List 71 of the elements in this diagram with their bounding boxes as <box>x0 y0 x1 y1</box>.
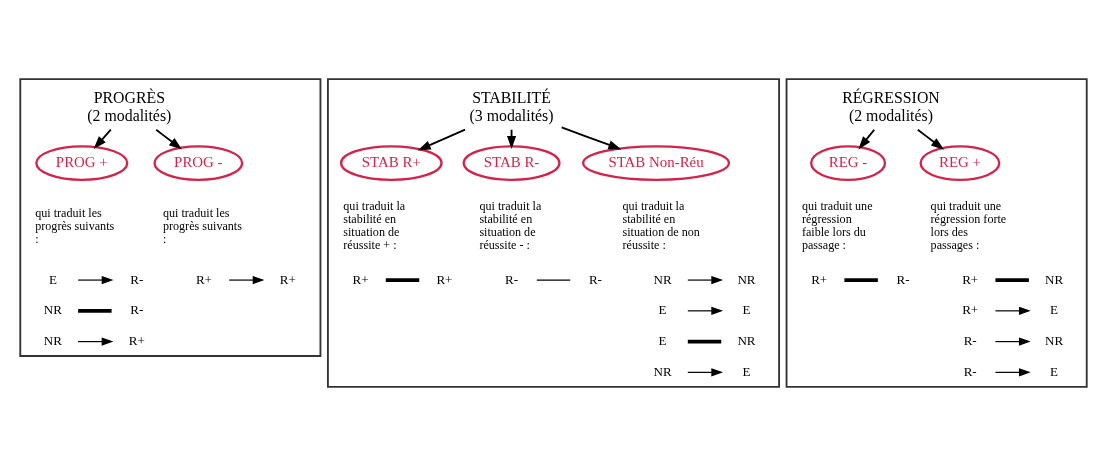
node-ellipse: REG + <box>919 144 1001 181</box>
connector <box>385 277 420 282</box>
node-text: NR <box>1045 332 1064 348</box>
arrow <box>560 126 622 149</box>
arrow <box>994 337 1031 346</box>
node-text: NR <box>653 363 672 379</box>
cluster <box>327 77 780 388</box>
node-text: NR <box>653 271 672 287</box>
node-text: NR <box>43 332 62 348</box>
node-text: E <box>1050 363 1059 379</box>
node-text: STABILITÉ (3 modalités) <box>469 88 554 124</box>
node-label: qui traduit la stabilité en situation de réussite - : <box>479 198 542 252</box>
node-text: NR <box>1045 271 1064 287</box>
connector <box>995 277 1029 282</box>
node-label: qui traduit une régression faible lors du passage : <box>801 198 873 252</box>
node-ellipse: STAB R- <box>462 144 561 181</box>
connector <box>687 339 722 343</box>
arrow <box>858 128 876 149</box>
node-text: R- <box>505 271 519 287</box>
node-text: R+ <box>195 271 212 287</box>
arrow <box>916 128 944 150</box>
node-ellipse: STAB R+ <box>339 144 443 181</box>
arrow <box>155 128 182 150</box>
cluster <box>785 77 1088 388</box>
node-text: R+ <box>279 271 296 287</box>
node-text: R+ <box>962 301 979 317</box>
node-text: RÉGRESSION (2 modalités) <box>842 88 940 124</box>
node-text: R- <box>963 363 977 379</box>
arrow <box>687 275 724 284</box>
node-text: R+ <box>436 271 453 287</box>
arrow <box>687 306 724 315</box>
node-ellipse: REG - <box>810 144 887 181</box>
arrow <box>93 128 112 149</box>
node-text: NR <box>737 271 756 287</box>
node-label: qui traduit la stabilité en situation de réussite + : <box>343 198 406 252</box>
node-text: NR <box>737 332 756 348</box>
node-text: R- <box>963 332 977 348</box>
arrow <box>228 275 265 284</box>
node-text: R+ <box>352 271 369 287</box>
node-ellipse: PROG - <box>153 144 244 181</box>
arrow <box>77 337 114 346</box>
node-text: E <box>1050 301 1059 317</box>
node-ellipse: PROG + <box>35 144 129 181</box>
node-ellipse: STAB Non-Réu <box>582 144 731 181</box>
node-text: R- <box>896 271 910 287</box>
node-text: R+ <box>962 271 979 287</box>
node-text: PROGRÈS (2 modalités) <box>87 88 172 124</box>
arrow <box>77 275 114 284</box>
node-text: R- <box>130 271 144 287</box>
node-text: E <box>742 301 751 317</box>
arrow <box>687 367 724 376</box>
node-text: R- <box>130 301 144 317</box>
connector <box>78 308 112 313</box>
node-label: qui traduit les progrès suivants : <box>35 205 115 246</box>
arrow <box>994 306 1031 315</box>
node-text: E <box>742 363 751 379</box>
connector <box>536 278 571 281</box>
node-label: qui traduit les progrès suivants : <box>162 205 242 246</box>
node-text: NR <box>43 301 62 317</box>
connector <box>844 277 878 282</box>
node-text: E <box>48 271 57 287</box>
node-text: R+ <box>128 332 145 348</box>
node-text: E <box>658 332 667 348</box>
node-label: qui traduit la stabilité en situation de non réussite : <box>622 198 700 252</box>
node-text: E <box>658 301 667 317</box>
node-text: R+ <box>811 271 828 287</box>
cluster <box>19 77 322 357</box>
arrow <box>994 367 1031 376</box>
node-label: qui traduit une régression forte lors des passages : <box>930 198 1007 252</box>
node-text: R- <box>588 271 602 287</box>
arrow <box>417 128 466 150</box>
